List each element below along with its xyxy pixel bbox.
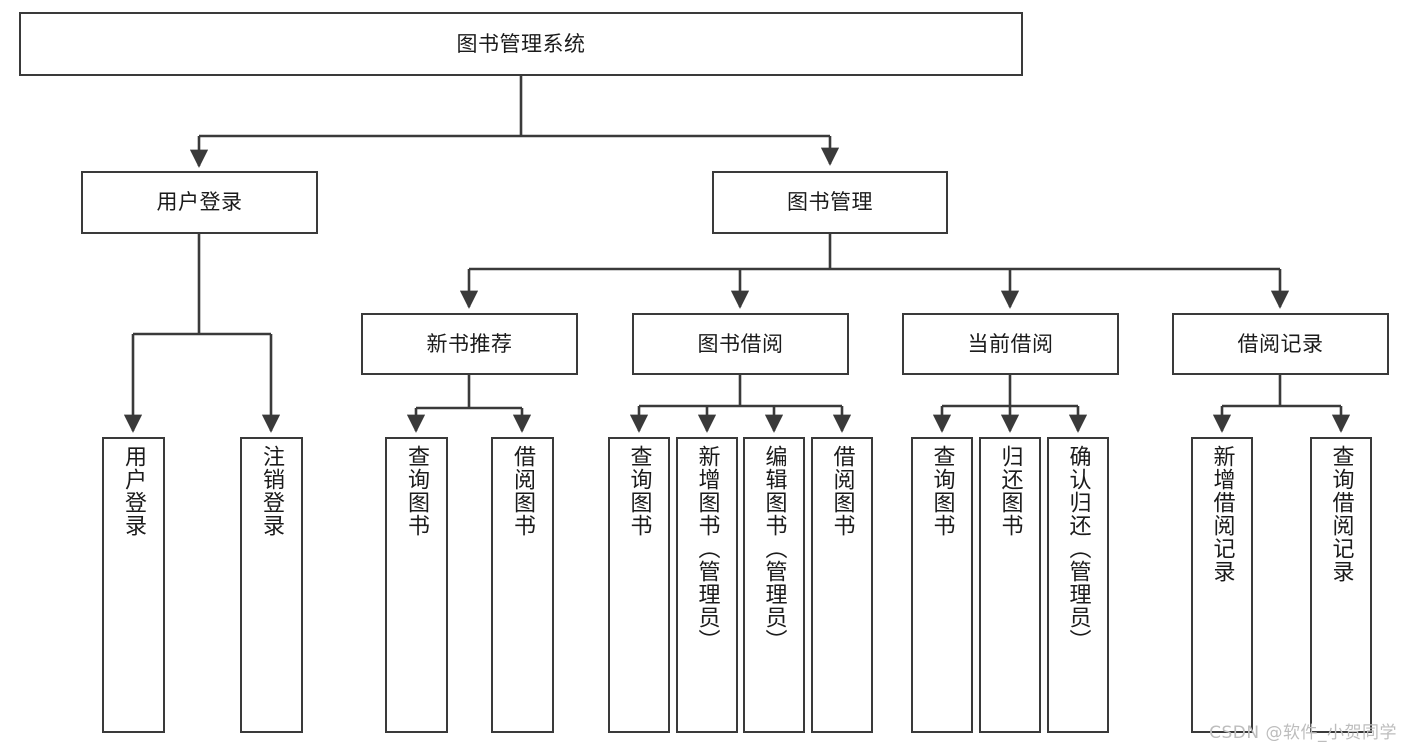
node-new-book-recommend[interactable]: 新书推荐 [361,313,578,375]
node-label: 当前借阅 [967,331,1054,356]
leaf-current-borrow-return-book[interactable]: 归还图书 [979,437,1041,733]
node-book-management[interactable]: 图书管理 [712,171,948,234]
node-book-borrow[interactable]: 图书借阅 [632,313,849,375]
leaf-current-borrow-confirm-return-admin[interactable]: 确认归还（管理员） [1047,437,1109,733]
node-label: 新增图书（管理员） [694,445,720,652]
node-label: 查询借阅记录 [1328,445,1354,583]
node-label: 归还图书 [997,445,1023,537]
node-label: 借阅图书 [510,445,536,537]
node-root-book-management-system[interactable]: 图书管理系统 [19,12,1023,76]
watermark-text: CSDN @软件_小贺同学 [1209,723,1397,743]
node-label: 图书管理 [787,190,873,215]
leaf-borrow-record-query-record[interactable]: 查询借阅记录 [1310,437,1372,733]
leaf-borrow-record-add-record[interactable]: 新增借阅记录 [1191,437,1253,733]
node-label: 注销登录 [259,445,285,537]
node-label: 查询图书 [626,445,652,537]
leaf-user-login-logout[interactable]: 注销登录 [240,437,303,733]
node-label: 用户登录 [121,445,147,537]
node-label: 图书管理系统 [456,31,586,56]
leaf-book-borrow-edit-book-admin[interactable]: 编辑图书（管理员） [743,437,805,733]
node-user-login[interactable]: 用户登录 [81,171,318,234]
node-label: 新增借阅记录 [1209,445,1235,583]
node-label: 查询图书 [929,445,955,537]
node-label: 确认归还（管理员） [1065,445,1091,652]
node-label: 借阅记录 [1237,331,1324,356]
node-label: 编辑图书（管理员） [761,445,787,652]
node-label: 用户登录 [156,190,243,215]
leaf-user-login-login[interactable]: 用户登录 [102,437,165,733]
leaf-book-borrow-query-book[interactable]: 查询图书 [608,437,670,733]
node-label: 查询图书 [404,445,430,537]
node-label: 图书借阅 [697,331,784,356]
node-current-borrow[interactable]: 当前借阅 [902,313,1119,375]
leaf-book-borrow-borrow-book[interactable]: 借阅图书 [811,437,873,733]
leaf-new-book-query-book[interactable]: 查询图书 [385,437,448,733]
node-label: 新书推荐 [426,331,513,356]
node-label: 借阅图书 [829,445,855,537]
leaf-book-borrow-add-book-admin[interactable]: 新增图书（管理员） [676,437,738,733]
leaf-current-borrow-query-book[interactable]: 查询图书 [911,437,973,733]
node-borrow-record[interactable]: 借阅记录 [1172,313,1389,375]
leaf-new-book-borrow-book[interactable]: 借阅图书 [491,437,554,733]
